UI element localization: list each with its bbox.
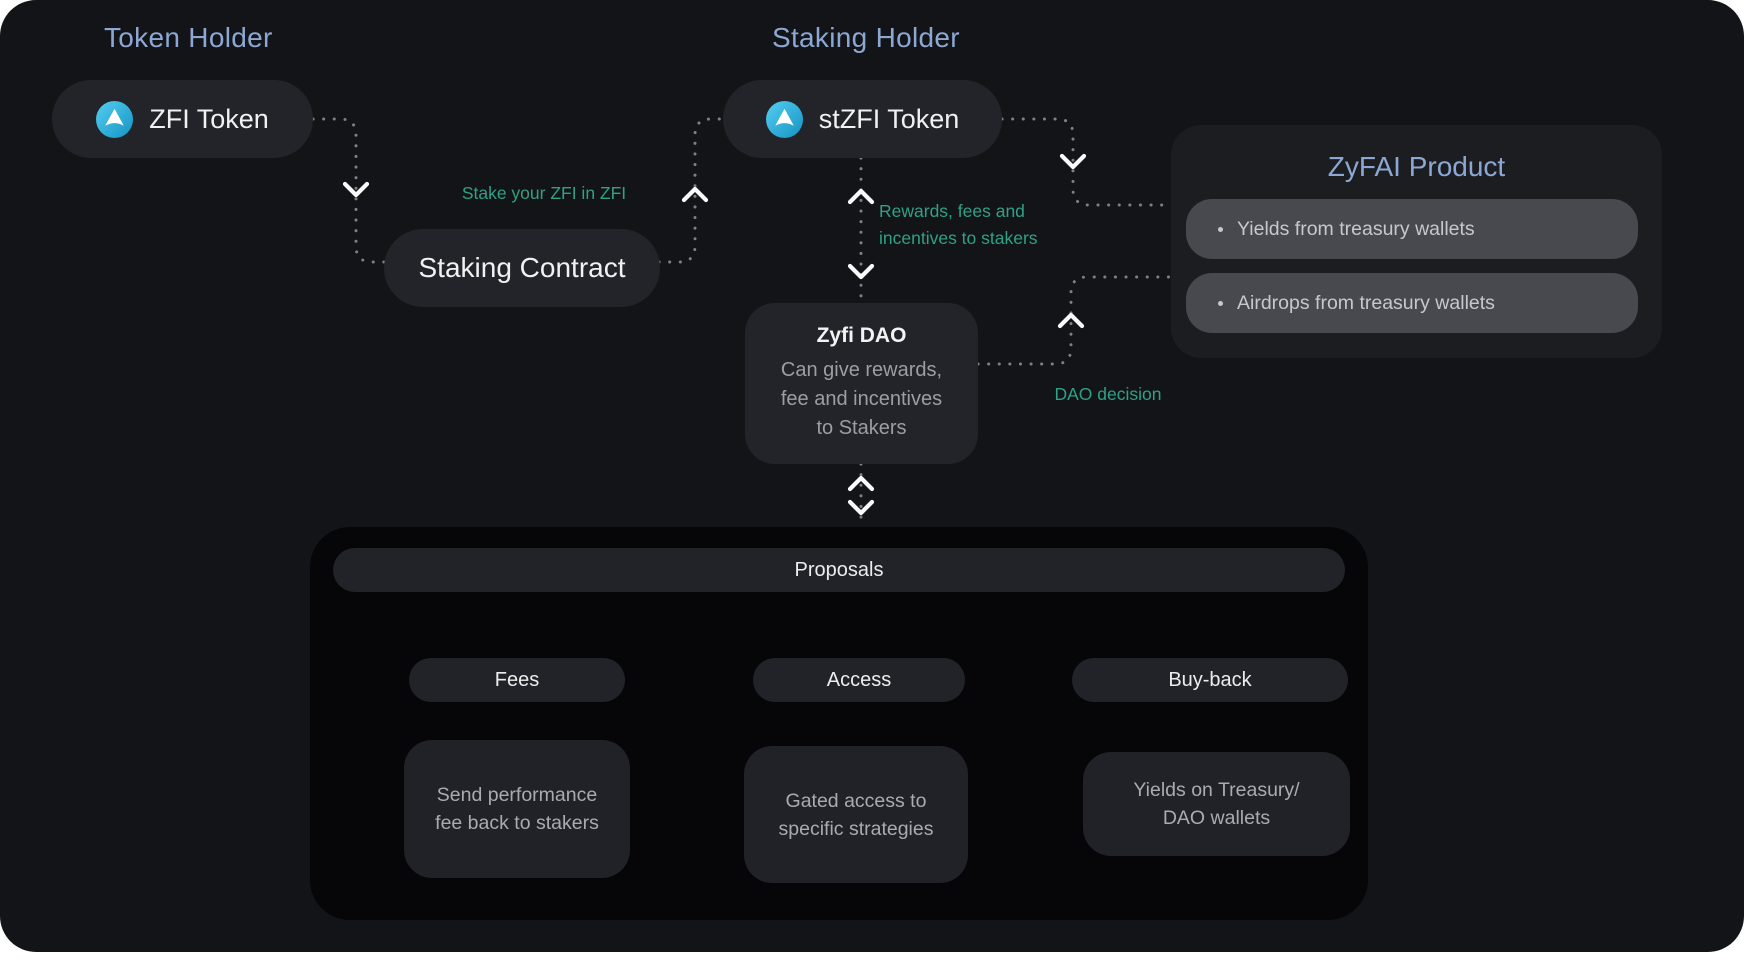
- edge-dao-to-zyfai: [976, 275, 1173, 366]
- chevron-down-icon: [1059, 153, 1087, 170]
- node-zfi-token: ZFI Token: [52, 80, 313, 158]
- node-stzfi-token: stZFI Token: [723, 80, 1002, 158]
- node-zfi-token-label: ZFI Token: [149, 103, 269, 134]
- branch-pill-fees-label: Fees: [494, 668, 540, 691]
- branch-pill-buyback: Buy-back: [1072, 658, 1348, 702]
- edge-label-rewards: Rewards, fees and incentives to stakers: [879, 201, 1038, 248]
- node-staking-contract-label: Staking Contract: [418, 252, 626, 283]
- edge-label-dao-decision: DAO decision: [1054, 384, 1162, 404]
- branch-pill-access: Access: [753, 658, 965, 702]
- branch-desc-access: Gated access to specific strategies: [744, 746, 968, 883]
- chevron-up-icon: [1057, 312, 1085, 329]
- zyfai-product-panel: ZyFAI Product Yields from treasury walle…: [1171, 125, 1662, 358]
- bullet-icon: [1218, 300, 1223, 306]
- node-zyfi-dao: Zyfi DAO Can give rewards, fee and incen…: [745, 303, 978, 464]
- zfi-token-icon: [96, 100, 134, 138]
- zyfi-dao-description: Can give rewards, fee and incentives to …: [780, 359, 943, 439]
- bullet-icon: [1218, 226, 1223, 232]
- branch-desc-fees: Send performance fee back to stakers: [404, 740, 630, 878]
- node-proposals: Proposals: [333, 548, 1345, 592]
- node-proposals-label: Proposals: [794, 558, 884, 581]
- node-stzfi-token-label: stZFI Token: [818, 103, 960, 134]
- zyfai-product-item-label: Yields from treasury wallets: [1237, 217, 1475, 240]
- zyfai-product-title: ZyFAI Product: [1327, 151, 1506, 182]
- chevron-down-icon: [847, 499, 875, 516]
- zyfai-product-item: Yields from treasury wallets: [1186, 199, 1638, 259]
- zyfai-product-item-label: Airdrops from treasury wallets: [1237, 291, 1495, 314]
- branch-pill-buyback-label: Buy-back: [1168, 668, 1252, 691]
- chevron-up-icon: [847, 475, 875, 492]
- zyfi-dao-title: Zyfi DAO: [816, 324, 907, 347]
- chevron-down-icon: [342, 181, 370, 198]
- edge-zfi-to-staking-contract: [311, 117, 386, 264]
- node-staking-contract: Staking Contract: [384, 229, 660, 307]
- branch-pill-access-label: Access: [826, 668, 892, 691]
- zfi-token-icon: [765, 100, 803, 138]
- zyfai-product-item: Airdrops from treasury wallets: [1186, 273, 1638, 333]
- branch-pill-fees: Fees: [409, 658, 625, 702]
- edge-label-stake: Stake your ZFI in ZFI: [461, 183, 627, 203]
- chevron-up-icon: [847, 188, 875, 205]
- heading-token-holder: Token Holder: [104, 22, 273, 53]
- edge-stzfi-to-zyfai: [1000, 117, 1173, 207]
- edge-staking-contract-to-stzfi: [657, 117, 724, 264]
- branch-desc-buyback: Yields on Treasury/ DAO wallets: [1083, 752, 1350, 856]
- heading-staking-holder: Staking Holder: [772, 22, 960, 53]
- chevron-up-icon: [681, 186, 709, 203]
- chevron-down-icon: [847, 263, 875, 280]
